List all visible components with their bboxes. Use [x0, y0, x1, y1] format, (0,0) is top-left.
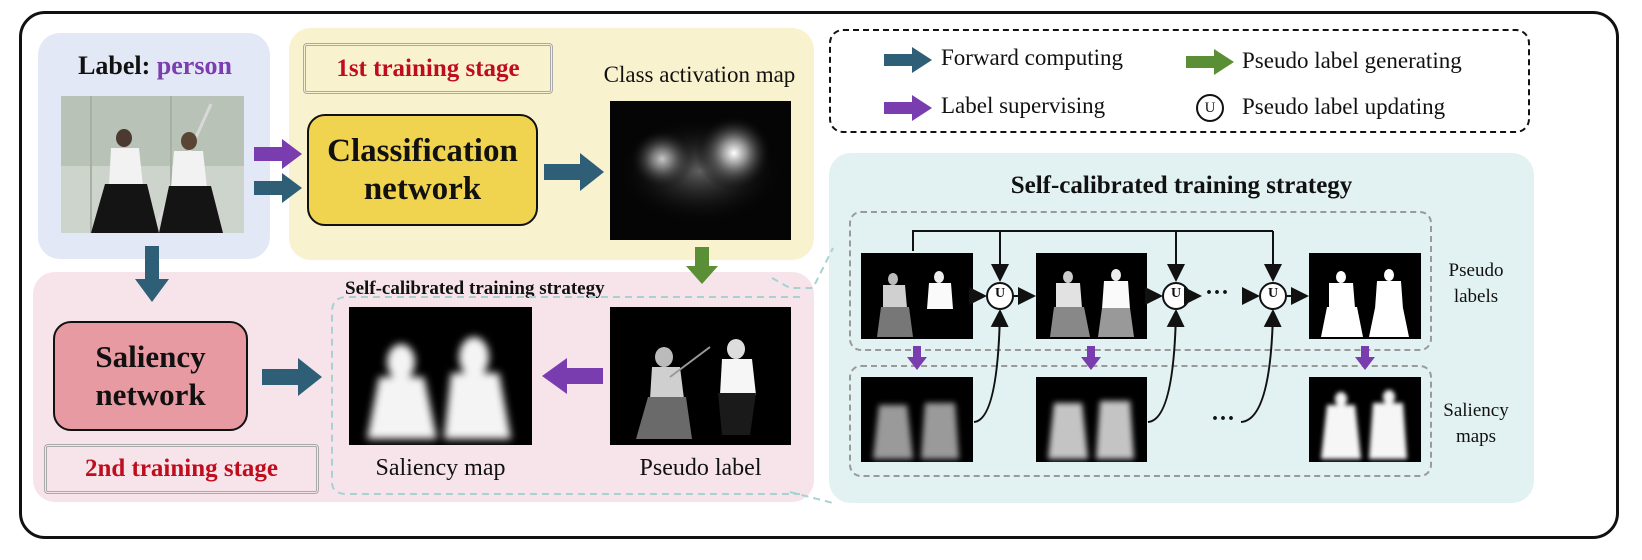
stage2-title-box: 2nd training stage — [44, 444, 319, 494]
update-node-3-letter: U — [1267, 286, 1279, 301]
legend-generate-arrow — [1186, 49, 1234, 75]
classification-network-box: Classification network — [307, 114, 538, 226]
label-heading: Label: person — [60, 51, 250, 81]
saliency-thumb-3 — [1309, 377, 1421, 462]
legend-forward-label: Forward computing — [941, 45, 1124, 70]
legend-forward-arrow — [884, 47, 932, 73]
saliency-thumb-1 — [861, 377, 973, 462]
legend-update-label: Pseudo label updating — [1242, 94, 1446, 119]
saliency-maps-line1: Saliency — [1443, 400, 1509, 421]
update-node-2-letter: U — [1170, 286, 1182, 301]
legend-box — [829, 29, 1530, 133]
saliency-network-box: Saliency network — [53, 321, 248, 431]
legend-supervise-label: Label supervising — [941, 93, 1106, 118]
saliency-map-image — [349, 307, 532, 445]
pseudo-label-thumb-3 — [1309, 253, 1421, 339]
input-photo — [61, 96, 244, 233]
ellipsis-top: ··· — [1205, 280, 1230, 306]
update-node-1-letter: U — [994, 286, 1006, 301]
legend-generate-label: Pseudo label generating — [1242, 48, 1462, 73]
cam-caption: Class activation map — [603, 62, 796, 87]
classification-line1: Classification — [327, 133, 518, 169]
saliency-maps-row-box — [849, 365, 1432, 477]
strategy-small-caption: Self-calibrated training strategy — [345, 278, 605, 299]
saliency-maps-side-label: Saliency maps — [1440, 398, 1512, 450]
stage2-title: 2nd training stage — [84, 455, 279, 482]
class-activation-map — [610, 101, 791, 240]
pseudo-label-caption: Pseudo label — [639, 455, 762, 481]
pseudo-label-thumb-2 — [1036, 253, 1147, 339]
pseudo-labels-line2: labels — [1453, 286, 1499, 307]
saliency-map-caption: Saliency map — [375, 455, 506, 481]
label-prefix: Label: — [78, 51, 151, 80]
legend-update-symbol: U — [1196, 94, 1224, 122]
legend-update-letter: U — [1204, 99, 1216, 116]
legend-supervise-arrow — [884, 95, 932, 121]
classification-line2: network — [363, 171, 482, 207]
pseudo-label-thumb-1 — [861, 253, 973, 339]
pseudo-labels-side-label: Pseudo labels — [1440, 258, 1512, 310]
pseudo-labels-row-box — [849, 211, 1432, 351]
stage1-title-box: 1st training stage — [303, 43, 553, 94]
outer-frame — [19, 11, 1619, 539]
pseudo-labels-line1: Pseudo — [1448, 260, 1504, 281]
label-class-name: person — [156, 51, 232, 80]
pseudo-label-image — [610, 307, 791, 445]
strategy-title: Self-calibrated training strategy — [1010, 172, 1353, 199]
saliency-thumb-2 — [1036, 377, 1147, 462]
ellipsis-bottom: ··· — [1211, 406, 1236, 432]
saliency-line2: network — [95, 377, 206, 412]
saliency-line1: Saliency — [95, 339, 206, 374]
stage1-title: 1st training stage — [336, 54, 520, 82]
saliency-maps-line2: maps — [1455, 426, 1497, 447]
